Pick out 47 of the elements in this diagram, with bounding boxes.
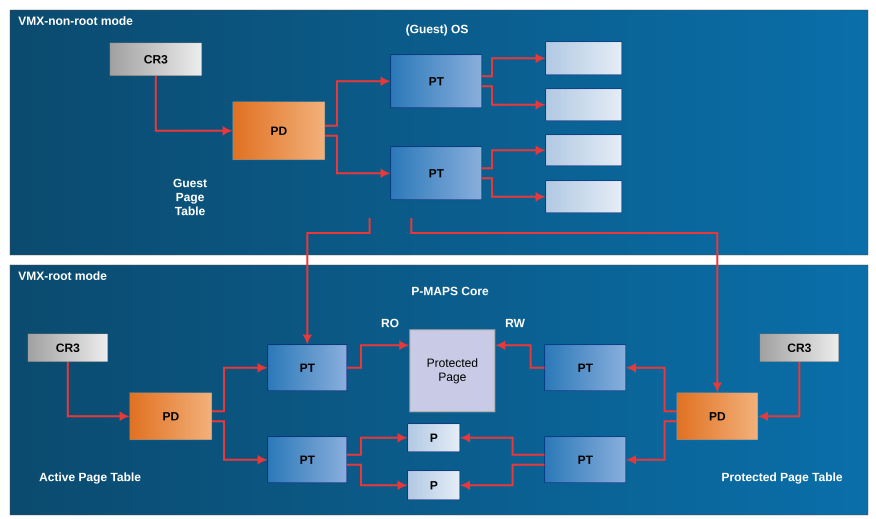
page-box: [546, 134, 622, 166]
arrow: [482, 177, 544, 201]
caption-text: Protected Page Table: [722, 472, 842, 484]
register-box: CR3: [760, 334, 839, 362]
arrow: [154, 76, 230, 135]
arrow: [66, 362, 128, 420]
caption-text: Active Page Table: [39, 472, 140, 484]
directory-box: PD: [232, 102, 325, 160]
table-box: PT: [544, 436, 626, 483]
page-box: P: [408, 470, 460, 500]
arrow: [482, 85, 544, 109]
table-box: PT: [544, 344, 626, 391]
protected-page-box: Protected Page: [409, 329, 496, 412]
arrow: [347, 464, 406, 490]
arrow: [462, 464, 545, 490]
arrow: [347, 434, 406, 456]
arrow: [303, 218, 371, 342]
arrow: [212, 364, 266, 412]
table-box: PT: [390, 54, 482, 108]
arrow: [482, 146, 544, 170]
arrow: [325, 77, 388, 127]
arrow: [497, 341, 545, 369]
arrow: [760, 362, 800, 420]
caption-text: P-MAPS Core: [412, 286, 488, 296]
page-box: [546, 88, 622, 121]
table-box: PT: [268, 344, 347, 391]
directory-box: PD: [676, 392, 758, 440]
arrow: [628, 364, 677, 412]
table-box: PT: [390, 146, 482, 200]
arrow: [462, 434, 545, 456]
page-box: [546, 180, 622, 213]
caption-text: Guest Page Table: [174, 178, 207, 216]
page-box: P: [408, 424, 460, 452]
register-box: CR3: [28, 334, 108, 362]
page-box: [546, 42, 622, 75]
arrow: [325, 134, 388, 178]
directory-box: PD: [130, 392, 212, 440]
register-box: CR3: [110, 42, 202, 76]
table-box: PT: [268, 436, 347, 483]
arrow: [347, 341, 408, 369]
caption-text: RW: [506, 318, 525, 328]
arrow: [482, 54, 544, 78]
arrow: [628, 420, 677, 464]
caption-text: (Guest) OS: [406, 24, 468, 36]
arrow: [212, 420, 266, 464]
arrow: [410, 218, 722, 390]
caption-text: RO: [382, 318, 398, 328]
